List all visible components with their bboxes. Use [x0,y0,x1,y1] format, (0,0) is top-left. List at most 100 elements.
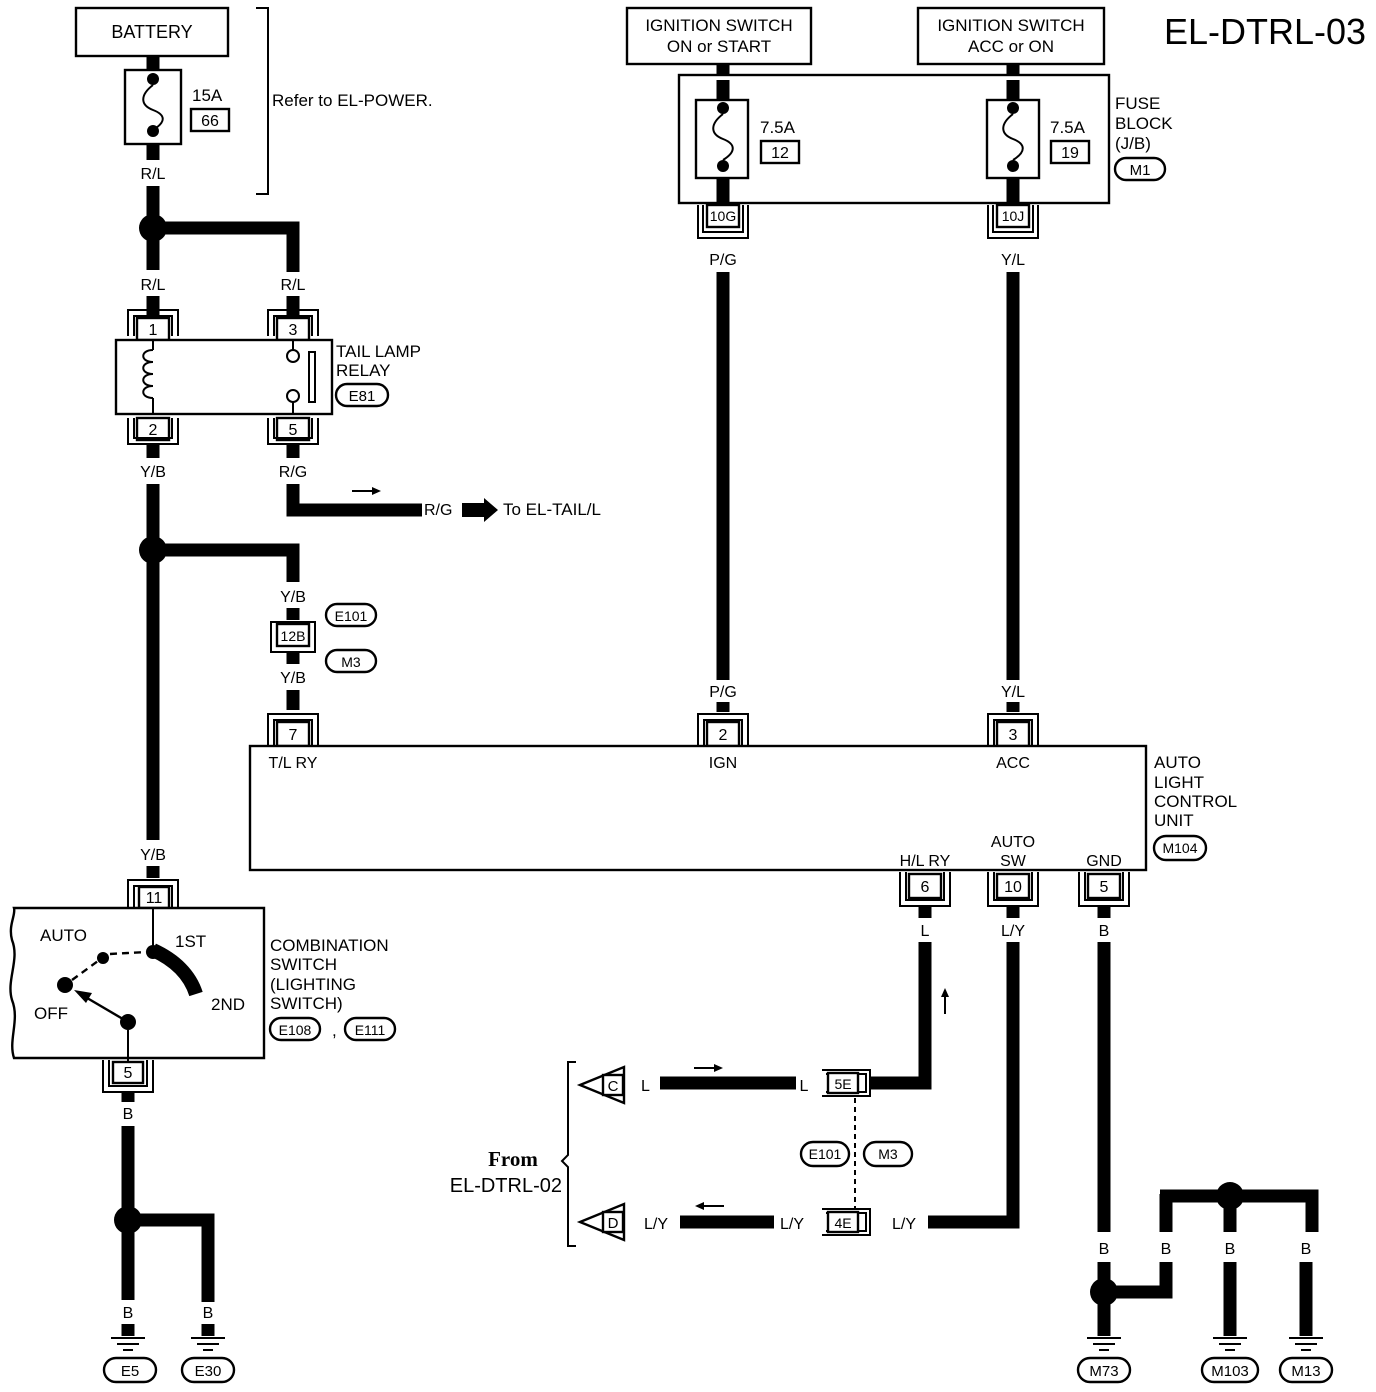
fuse-12-rating: 7.5A [760,118,796,137]
fuse-12-number: 12 [771,145,789,162]
cu-pin-3: 3 [1009,727,1018,744]
fuse-19-rating: 7.5A [1050,118,1086,137]
wire-label-b-1: B [123,1106,134,1123]
cu-connector-m104: M104 [1162,840,1197,856]
wire-label-rl-2: R/L [141,277,166,294]
fuse-block-connector-m1: M1 [1130,162,1151,179]
combo-title-2: SWITCH [270,955,337,974]
connector-5e: 5E [822,1069,871,1097]
ground-m73: M73 [1089,1363,1118,1380]
joint-12b-conn-m3: M3 [341,654,361,670]
cu-term-ign: IGN [709,755,737,772]
refer-bracket [256,7,269,195]
wire-label-l-2: L [641,1078,650,1095]
cu-term-tlry: T/L RY [269,755,318,772]
ground-symbol-m103 [1213,1337,1247,1351]
battery-fuse-number: 66 [201,113,219,130]
connector-d: D [576,1202,626,1242]
switch-pos-auto: AUTO [40,926,87,945]
to-tail-label: To EL-TAIL/L [503,500,601,519]
wire-label-rg-2: R/G [424,502,452,519]
cu-title-2: LIGHT [1154,773,1204,792]
tail-lamp-relay: 1 3 2 5 [114,309,334,445]
refer-power-text: Refer to EL-POWER. [272,91,433,110]
cu-pin-7: 7 [289,727,298,744]
relay-connector-e81: E81 [349,388,376,405]
connector-10g: 10G [697,203,749,239]
combo-conn-e108: E108 [279,1022,312,1038]
connector-c: C [576,1065,626,1105]
wire-label-ly-4: L/Y [892,1216,916,1233]
control-unit-top-pins: 7 2 3 [267,713,1039,748]
ground-symbol-e5 [111,1337,145,1351]
ign-acc-on-line2: ACC or ON [968,37,1054,56]
wire-label-b-4: B [1099,1241,1110,1258]
wire-label-b-5: B [1161,1241,1172,1258]
relay-title-1: TAIL LAMP [336,342,421,361]
switch-pos-2nd: 2ND [211,995,245,1014]
cu-pin-5: 5 [1100,879,1109,896]
auto-light-control-unit [248,744,1148,872]
combo-conn-e111: E111 [355,1022,386,1038]
battery-label: BATTERY [111,22,192,42]
to-tail-arrow [462,498,498,522]
wire-label-ly-2: L/Y [644,1216,668,1233]
wire-label-pg-1: P/G [709,252,737,269]
cu-title-4: UNIT [1154,811,1194,830]
wire-label-b-gnd: B [1099,923,1110,940]
relay-title-2: RELAY [336,361,391,380]
cu-term-gnd: GND [1086,853,1122,870]
fuse-block-title-3: (J/B) [1115,134,1151,153]
combo-title-3: (LIGHTING [270,975,356,994]
wire-label-b-3: B [203,1305,214,1322]
cu-pin-2: 2 [719,727,728,744]
fuse-block-title-1: FUSE [1115,94,1160,113]
ground-m103: M103 [1211,1363,1249,1380]
cu-title-1: AUTO [1154,753,1201,772]
ground-symbol-e30 [191,1337,225,1351]
combo-title-4: SWITCH) [270,994,343,1013]
ground-symbol-m13 [1289,1337,1323,1351]
connector-10j-label: 10J [1002,208,1025,224]
connector-10g-label: 10G [710,208,736,224]
combo-switch-bottom-pin: 5 [102,1060,154,1093]
from-conn-m3: M3 [878,1146,898,1162]
ign-acc-on-line1: IGNITION SWITCH [937,16,1084,35]
from-label: From [488,1147,538,1171]
wire-label-yb-4: Y/B [140,847,166,864]
wire-label-pg-2: P/G [709,684,737,701]
wire-label-l-3: L [800,1078,809,1095]
connector-4e-label: 4E [834,1215,851,1231]
connector-5e-label: 5E [834,1076,851,1092]
wire-label-rl-1: R/L [141,166,166,183]
wire-label-yb-1: Y/B [140,464,166,481]
from-conn-e101: E101 [809,1146,842,1162]
fuse-block-title-2: BLOCK [1115,114,1173,133]
combo-title-1: COMBINATION [270,936,389,955]
ground-symbol-m73 [1087,1337,1121,1351]
wire-label-b-6: B [1225,1241,1236,1258]
wire-label-yl-2: Y/L [1001,684,1025,701]
ground-e5: E5 [121,1363,139,1380]
combo-conn-sep: , [332,1021,337,1040]
wire-label-yb-2: Y/B [280,589,306,606]
wire-label-b-7: B [1301,1241,1312,1258]
battery-fuse [123,68,183,146]
wire-label-ly-3: L/Y [780,1216,804,1233]
switch-pos-1st: 1ST [175,932,206,951]
wire-label-rl-3: R/L [281,277,306,294]
relay-pin-5: 5 [289,422,298,439]
ign-on-start-line2: ON or START [667,37,771,56]
cu-term-hlry: H/L RY [900,853,951,870]
connector-10j: 10J [987,203,1039,239]
switch-off-contact [57,977,73,993]
cu-title-3: CONTROL [1154,792,1237,811]
cu-term-acc: ACC [996,755,1030,772]
wire-label-rg-1: R/G [279,464,307,481]
wire-label-l-1: L [921,923,930,940]
relay-pin-2: 2 [149,422,158,439]
combo-pin-11: 11 [146,890,163,907]
wire-label-ly-1: L/Y [1001,923,1025,940]
combination-switch [9,906,266,1060]
